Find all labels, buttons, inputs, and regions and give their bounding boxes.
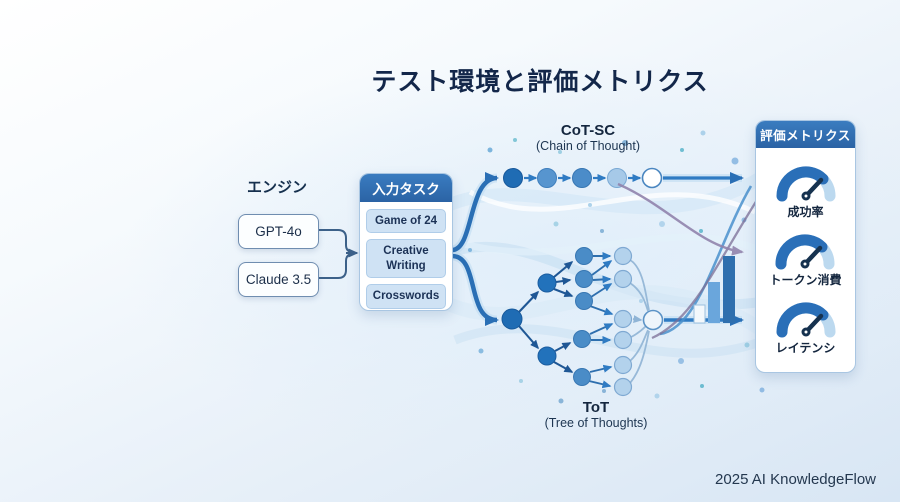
engine-box-gpt4o: GPT-4o xyxy=(238,214,319,249)
engine-box-label: Claude 3.5 xyxy=(245,272,312,287)
accent-curves xyxy=(617,182,758,340)
gauge-icon xyxy=(775,234,835,270)
input-tasks-body: Game of 24 Creative Writing Crosswords xyxy=(360,202,452,310)
input-tasks-header: 入力タスク xyxy=(360,174,452,202)
tot-node xyxy=(575,247,593,265)
tot-method-label: ToT (Tree of Thoughts) xyxy=(545,399,648,431)
metrics-body: 成功率 トークン消費 レイテンシ xyxy=(756,148,855,372)
metric-label: トークン消費 xyxy=(769,273,842,287)
metric-label: レイテンシ xyxy=(775,341,836,355)
cot-node xyxy=(607,168,627,188)
particle-dots xyxy=(468,130,772,404)
metric-success-rate: 成功率 xyxy=(774,162,838,220)
tot-leaf-node xyxy=(613,330,633,350)
cot-method-label: CoT-SC (Chain of Thought) xyxy=(536,122,640,154)
mini-bar-chart xyxy=(693,256,735,324)
tot-root-node xyxy=(501,308,523,330)
gauge-icon xyxy=(775,302,835,338)
cot-subtitle: (Chain of Thought) xyxy=(536,139,640,154)
cot-node xyxy=(641,167,663,189)
gauge-icon xyxy=(775,166,835,202)
cot-node xyxy=(503,168,523,188)
tot-leaf-node xyxy=(613,355,633,375)
branch-arrows xyxy=(450,172,499,326)
tot-leaf-node xyxy=(613,269,633,289)
tot-leaf-node xyxy=(613,377,633,397)
engine-section-label: エンジン xyxy=(246,179,307,196)
tot-name: ToT xyxy=(582,399,610,416)
cot-name: CoT-SC xyxy=(560,122,616,139)
cot-node xyxy=(537,168,557,188)
task-item-crosswords: Crosswords xyxy=(366,284,446,309)
metric-token-consumption: トークン消費 xyxy=(769,230,842,288)
engine-box-claude35: Claude 3.5 xyxy=(238,262,319,297)
metric-latency: レイテンシ xyxy=(774,298,838,356)
tot-leaf-node xyxy=(613,309,633,329)
cot-chain xyxy=(503,167,744,189)
tot-node xyxy=(537,346,557,366)
tot-final-node xyxy=(642,309,664,331)
tot-node xyxy=(575,292,593,310)
metrics-header: 評価メトリクス xyxy=(756,121,855,148)
metrics-panel: 評価メトリクス 成功率 トークン消費 xyxy=(755,120,856,373)
tot-tree xyxy=(501,246,744,397)
engine-connectors xyxy=(318,229,359,279)
tot-node xyxy=(537,273,557,293)
metric-label: 成功率 xyxy=(787,205,824,219)
tot-node xyxy=(573,330,591,348)
input-tasks-panel: 入力タスク Game of 24 Creative Writing Crossw… xyxy=(359,173,453,311)
cot-node xyxy=(572,168,592,188)
footer-credit: 2025 AI KnowledgeFlow xyxy=(715,471,876,488)
tot-subtitle: (Tree of Thoughts) xyxy=(544,416,648,431)
tot-node xyxy=(575,270,593,288)
task-item-game-of-24: Game of 24 xyxy=(366,209,446,234)
tot-leaf-node xyxy=(613,246,633,266)
tot-node xyxy=(573,368,591,386)
engine-box-label: GPT-4o xyxy=(255,224,302,239)
task-item-creative-writing: Creative Writing xyxy=(366,239,446,279)
page-title: テスト環境と評価メトリクス xyxy=(371,68,709,96)
